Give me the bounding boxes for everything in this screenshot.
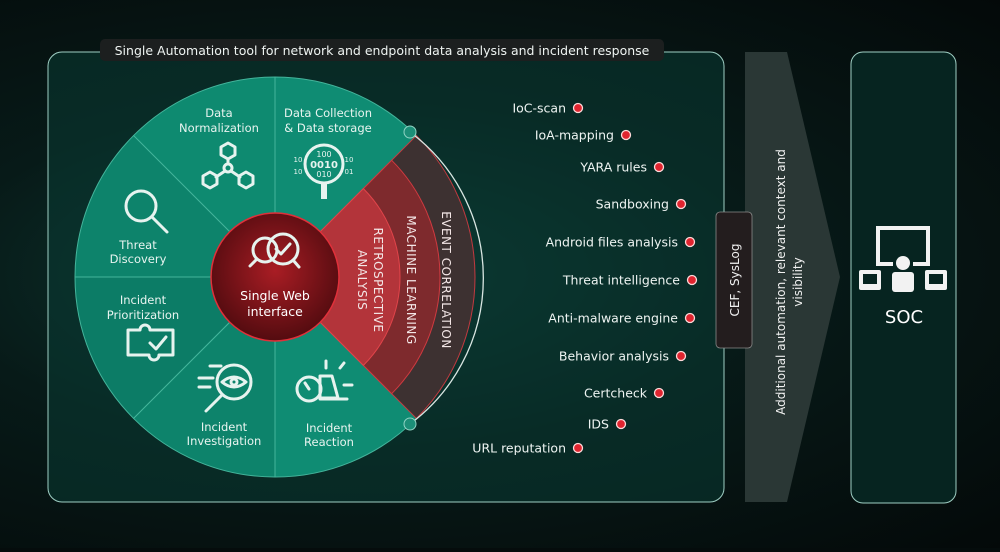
module-arc — [409, 131, 484, 425]
module-dot — [684, 236, 696, 248]
stopwatch-alarm-icon — [295, 359, 354, 403]
sector-data-normalization-1: Data — [205, 106, 232, 120]
sector-threat-discovery-2: Discovery — [110, 252, 167, 266]
svg-text:01: 01 — [345, 168, 354, 176]
sector-incident-investigation-2: Investigation — [187, 434, 262, 448]
module-dot — [620, 129, 632, 141]
svg-text:10: 10 — [294, 156, 303, 164]
sector-incident-reaction-1: Incident — [306, 421, 353, 435]
center-label-1: Single Web — [240, 288, 310, 303]
sector-incident-prioritization-2: Prioritization — [107, 308, 179, 322]
sector-incident-investigation-1: Incident — [201, 420, 248, 434]
sector-data-collection-1: Data Collection — [284, 106, 372, 120]
module-item[interactable]: Certcheck — [584, 386, 648, 401]
module-item[interactable]: YARA rules — [579, 160, 647, 175]
center-hub[interactable] — [210, 212, 340, 342]
eye-magnifier-icon — [197, 363, 253, 413]
module-dot — [684, 312, 696, 324]
module-dot — [686, 274, 698, 286]
magnifier-check-icon — [248, 232, 301, 269]
connector-box — [715, 211, 753, 349]
flow-arrow — [745, 52, 840, 502]
title-pill — [100, 39, 664, 61]
svg-text:10: 10 — [345, 156, 354, 164]
module-dot — [653, 387, 665, 399]
magnifier-icon — [124, 189, 169, 234]
connector-label: CEF, SysLog — [728, 244, 742, 317]
band-retrospective-2: ANALYSIS — [355, 250, 369, 311]
module-dot — [615, 418, 627, 430]
module-dot — [675, 350, 687, 362]
band-retrospective-1: RETROSPECTIVE — [371, 227, 385, 332]
sector-data-collection-2: & Data storage — [284, 121, 371, 135]
module-dot — [572, 442, 584, 454]
module-item[interactable]: IDS — [588, 417, 609, 432]
band-event-correlation: EVENT CORRELATION — [439, 211, 453, 349]
arrow-label-2: visibility — [791, 257, 805, 306]
soc-operator-icon — [859, 226, 947, 292]
arc-anchor-top — [403, 125, 417, 139]
svg-text:10: 10 — [294, 168, 303, 176]
sector-incident-reaction-2: Reaction — [304, 435, 354, 449]
band-machine-learning: MACHINE LEARNING — [404, 215, 418, 344]
module-item[interactable]: IoA-mapping — [535, 128, 614, 143]
soc-label: SOC — [885, 307, 923, 328]
puzzle-check-icon — [126, 323, 175, 362]
center-label-2: interface — [247, 304, 303, 319]
svg-text:010: 010 — [316, 170, 331, 179]
sector-incident-prioritization-1: Incident — [120, 293, 167, 307]
module-item[interactable]: Android files analysis — [546, 235, 678, 250]
binary-magnifier-icon: 100 0010 010 10 10 10 01 — [294, 143, 354, 199]
main-title: Single Automation tool for network and e… — [115, 43, 650, 58]
module-item[interactable]: Sandboxing — [596, 197, 669, 212]
molecule-icon — [201, 141, 255, 190]
svg-text:100: 100 — [316, 150, 331, 159]
module-item[interactable]: URL reputation — [472, 441, 566, 456]
module-item[interactable]: IoC-scan — [512, 101, 566, 116]
module-dot — [572, 102, 584, 114]
arrow-label-1: Additional automation, relevant context … — [774, 149, 788, 415]
module-dot — [675, 198, 687, 210]
sector-threat-discovery-1: Threat — [118, 238, 157, 252]
arc-anchor-bottom — [403, 417, 417, 431]
module-item[interactable]: Anti-malware engine — [548, 311, 678, 326]
module-dot — [653, 161, 665, 173]
module-item[interactable]: Threat intelligence — [562, 273, 680, 288]
svg-text:0010: 0010 — [310, 160, 338, 171]
sector-data-normalization-2: Normalization — [179, 121, 259, 135]
module-item[interactable]: Behavior analysis — [559, 349, 669, 364]
